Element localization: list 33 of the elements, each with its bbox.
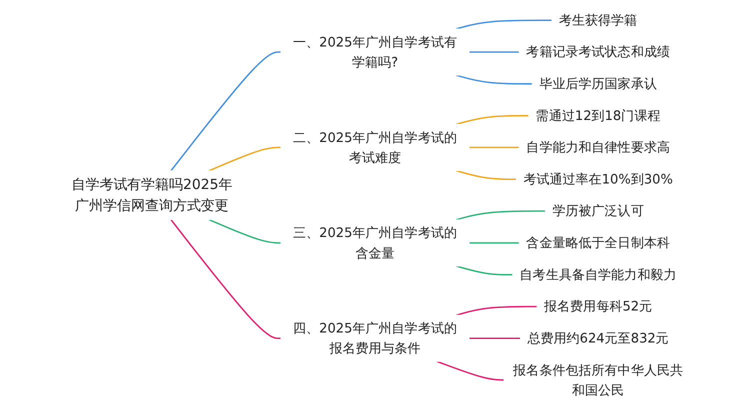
connector [456,20,552,30]
connector [456,74,532,85]
connector [456,114,529,126]
node-text: 考生获得学籍 [558,12,638,28]
node-text: 学历被广泛认可 [552,203,644,219]
connector [456,210,546,220]
node-text: 自考生具备自学能力和毅力 [520,266,677,282]
node-text: 一、2025年广州自学考试有学籍吗? [293,34,457,70]
connector [469,338,520,340]
node-text: 四、2025年广州自学考试的报名费用与条件 [293,320,457,356]
node-text: 二、2025年广州自学考试的考试难度 [293,130,457,165]
node-text: 总费用约624元至832元 [527,330,669,346]
node-text: 含金量略低于全日制本科 [526,234,670,251]
connector [456,265,513,276]
node-text: 毕业后学历国家承认 [539,76,657,92]
connector [436,360,504,381]
connector [208,146,281,172]
connector [469,242,520,244]
connector [170,219,281,340]
node-text: 报名条件包括所有中华人民共和国公民 [513,362,684,398]
connector [469,51,520,53]
node-text: 三、2025年广州自学考试的含金量 [293,225,457,260]
node-text: 自学能力和自律性要求高 [526,139,670,156]
connector [456,306,538,316]
connector [170,51,281,172]
node-text: 报名费用每科52元 [544,298,652,314]
node-text: 考籍记录考试状态和成绩 [526,44,670,60]
node-text: 自学考试有学籍吗2025年广州学信网查询方式变更 [71,176,232,214]
node-text: 需通过12到18门课程 [536,108,660,124]
connector [469,146,520,148]
node-text: 考试通过率在10%到30% [523,171,673,187]
connector [456,170,516,180]
connector [208,218,281,244]
